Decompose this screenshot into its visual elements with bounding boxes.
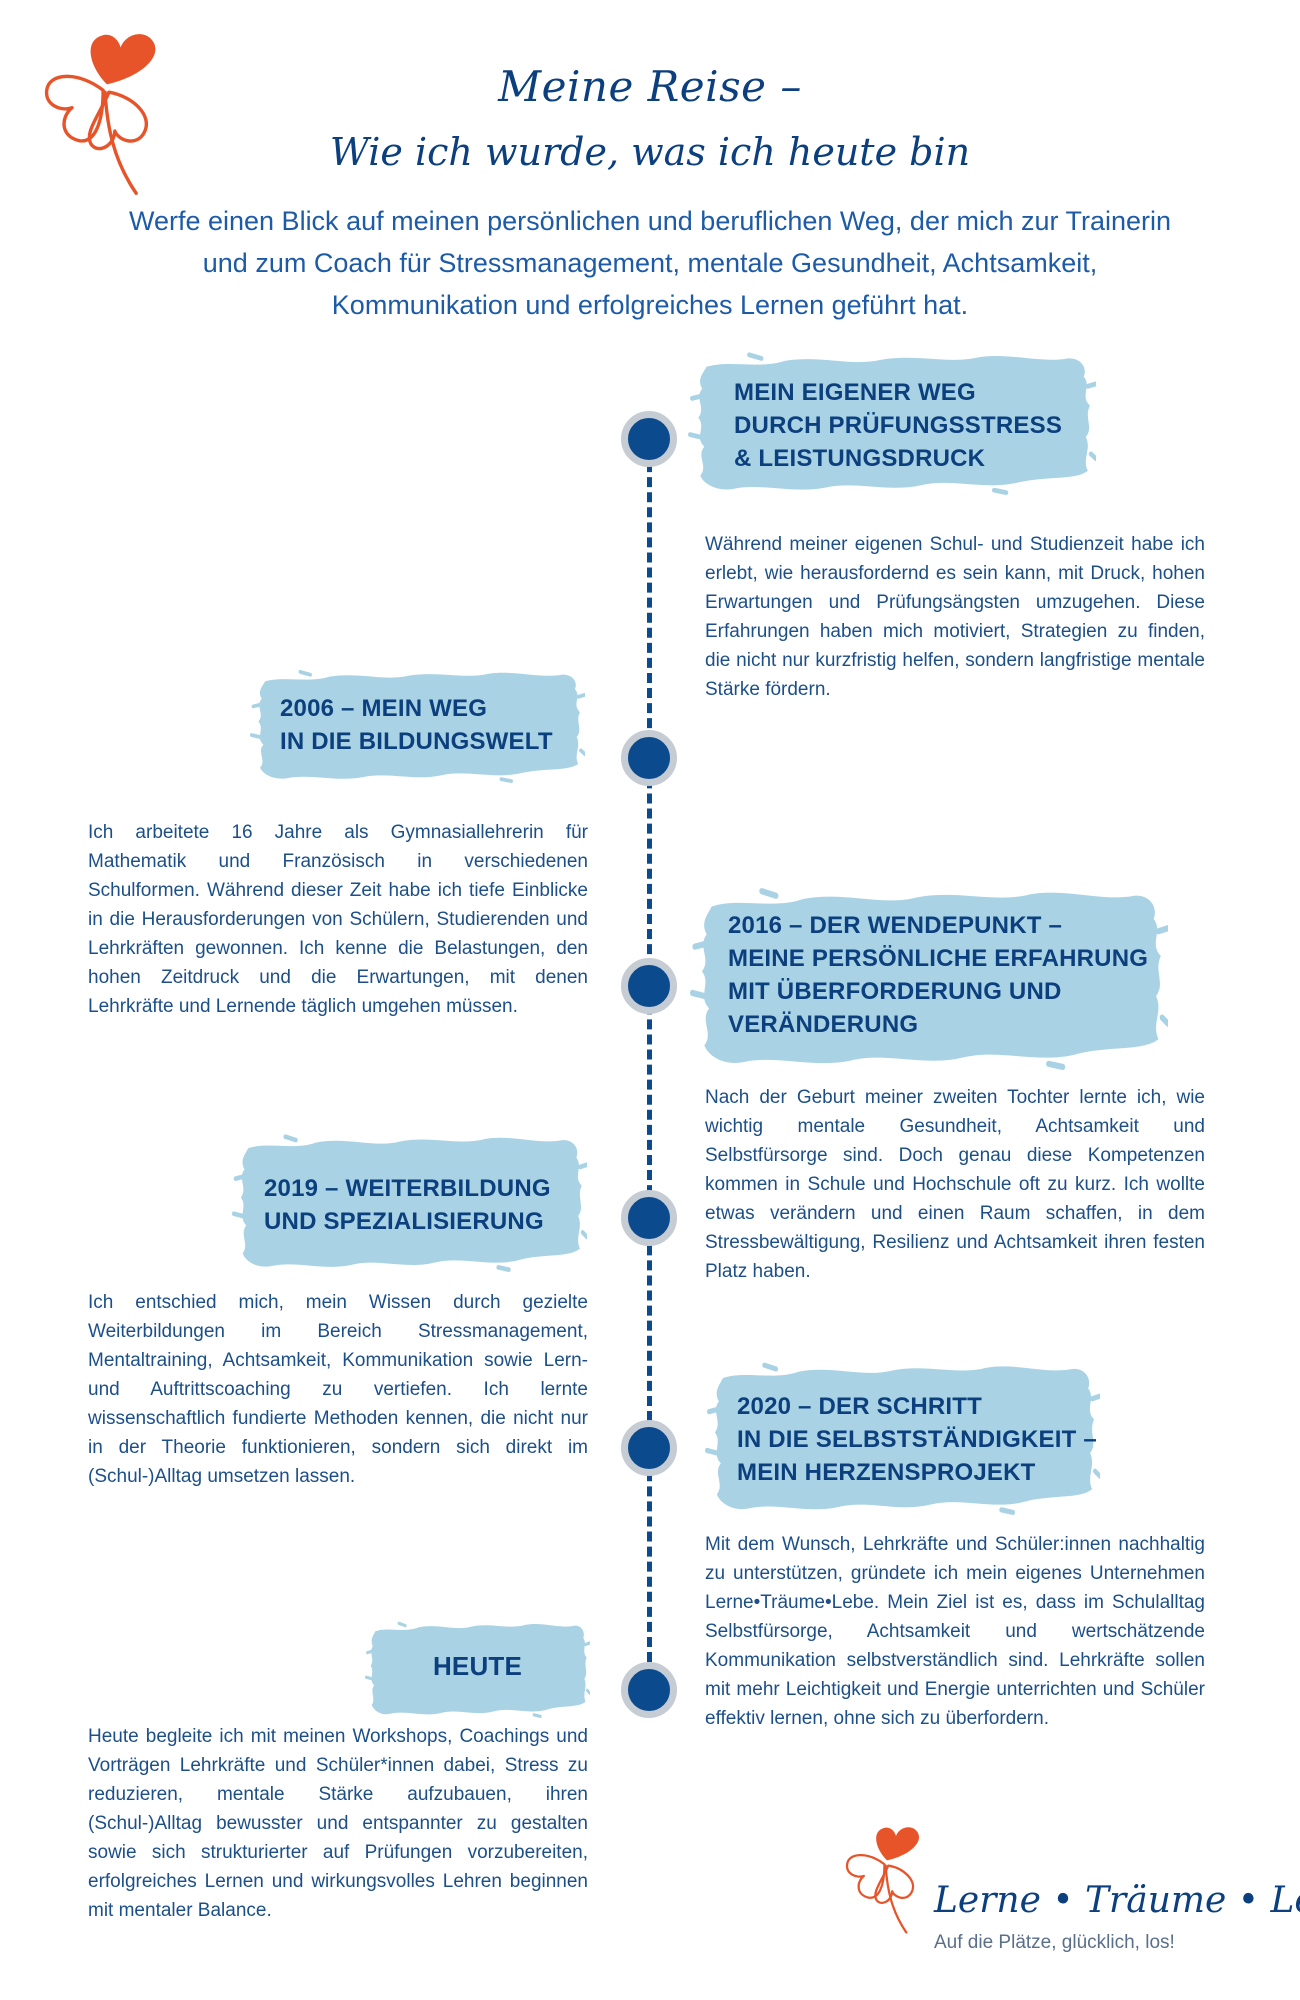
- timeline-text: Während meiner eigenen Schul- und Studie…: [705, 534, 1205, 700]
- brand-name: Lerne • Träume • Lebe: [934, 1880, 1300, 1921]
- timeline-text: Nach der Geburt meiner zweiten Tochter l…: [705, 1087, 1205, 1282]
- timeline-dot-icon: [621, 1662, 677, 1718]
- intro-text: Werfe einen Blick auf meinen persönliche…: [128, 206, 1172, 320]
- timeline-heading: HEUTE: [365, 1620, 590, 1718]
- timeline-heading: 2006 – MEIN WEG IN DIE BILDUNGSWELT: [250, 668, 585, 783]
- timeline-dot-icon: [621, 1190, 677, 1246]
- timeline-dot-icon: [621, 411, 677, 467]
- timeline-text: Ich entschied mich, mein Wissen durch ge…: [88, 1292, 588, 1487]
- timeline-text: Mit dem Wunsch, Lehrkräfte und Schüler:i…: [705, 1534, 1205, 1729]
- timeline-heading: MEIN EIGENER WEG DURCH PRÜFUNGSSTRESS & …: [688, 350, 1096, 495]
- timeline-dot-icon: [621, 730, 677, 786]
- timeline-dot-icon: [621, 1420, 677, 1476]
- clover-heart-icon: [842, 1822, 932, 1940]
- timeline-heading: 2019 – WEITERBILDUNG UND SPEZIALISIERUNG: [232, 1132, 587, 1272]
- page-subtitle: Wie ich wurde, was ich heute bin: [329, 130, 971, 174]
- timeline-dot-icon: [621, 958, 677, 1014]
- clover-heart-icon: [32, 28, 182, 203]
- timeline-text: Heute begleite ich mit meinen Workshops,…: [88, 1726, 588, 1921]
- timeline-text: Ich arbeitete 16 Jahre als Gymnasiallehr…: [88, 822, 588, 1017]
- timeline-heading: 2020 – DER SCHRITT IN DIE SELBSTSTÄNDIGK…: [705, 1360, 1100, 1515]
- brand-tagline: Auf die Plätze, glücklich, los!: [934, 1932, 1175, 1953]
- page-title: Meine Reise –: [498, 62, 802, 111]
- timeline-line: [647, 432, 652, 1662]
- timeline-heading: 2016 – DER WENDEPUNKT – MEINE PERSÖNLICH…: [690, 885, 1168, 1070]
